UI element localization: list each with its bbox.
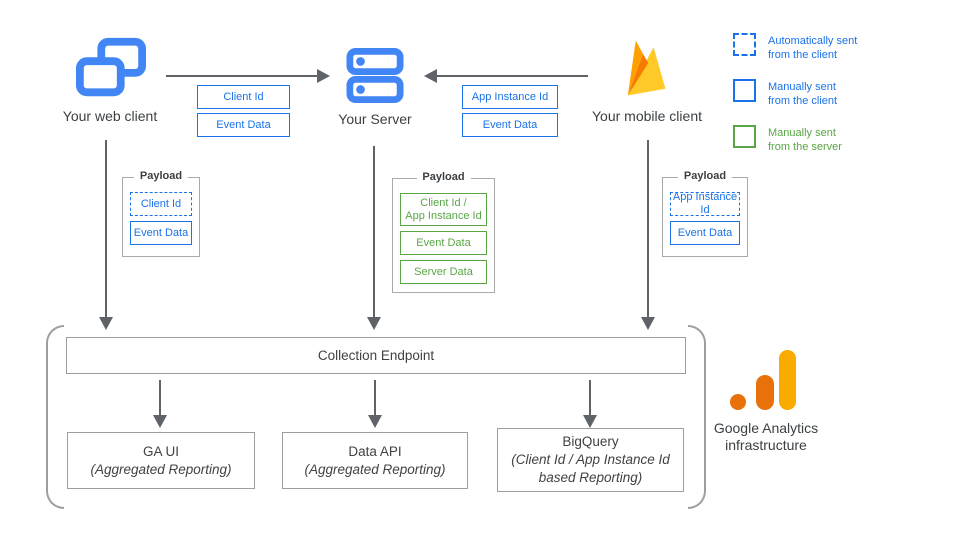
ga-ui-subtitle: (Aggregated Reporting) (90, 461, 232, 477)
payload-title: Payload (677, 170, 733, 182)
legend-item-manual-client: Manually sent from the client (733, 79, 857, 108)
google-analytics-logo-icon (730, 350, 796, 410)
arrow-web-to-server-head-icon (317, 69, 330, 83)
legend-text: Manually sent from the server (768, 127, 842, 153)
solid-blue-swatch-icon (733, 79, 756, 102)
arrow-server-down-line (373, 146, 375, 318)
arrow-endpoint-dataapi-line (374, 380, 376, 416)
arrow-web-to-server-line (166, 75, 318, 77)
arrow-endpoint-gaui-line (159, 380, 161, 416)
collection-endpoint-label: Collection Endpoint (317, 347, 435, 363)
chip-app-instance-id: App Instance Id (462, 85, 558, 109)
payload-chip-server-data: Server Data (400, 260, 487, 284)
bigquery-title: BigQuery (562, 434, 619, 449)
dashed-blue-swatch-icon (733, 33, 756, 56)
data-api-box: Data API (Aggregated Reporting) (282, 432, 468, 489)
arrow-server-down-head-icon (367, 317, 381, 330)
ga-ui-title: GA UI (142, 443, 179, 459)
payload-chip-event-data: Event Data (130, 221, 192, 245)
legend-item-manual-server: Manually sent from the server (733, 125, 857, 154)
bigquery-subtitle: (Client Id / App Instance Id based Repor… (511, 452, 670, 485)
payload-chip-event-data: Event Data (670, 221, 740, 245)
chip-client-id: Client Id (197, 85, 290, 109)
payload-chip-event-data: Event Data (400, 231, 487, 255)
arrow-web-down-line (105, 140, 107, 318)
arrow-endpoint-dataapi-head-icon (368, 415, 382, 428)
bigquery-box: BigQuery (Client Id / App Instance Id ba… (497, 428, 684, 492)
web-client-label: Your web client (62, 108, 158, 124)
legend-item-auto-client: Automatically sent from the client (733, 33, 857, 62)
ga-infrastructure-caption: Google Analytics infrastructure (713, 420, 819, 453)
web-to-server-chips: Client Id Event Data (197, 85, 290, 137)
arrow-web-down-head-icon (99, 317, 113, 330)
arrow-mobile-to-server-head-icon (424, 69, 437, 83)
arrow-endpoint-gaui-head-icon (153, 415, 167, 428)
collection-endpoint-box: Collection Endpoint (66, 337, 686, 374)
server-label: Your Server (338, 111, 412, 127)
payload-chip-client-id: Client Id (130, 192, 192, 216)
mobile-client-label: Your mobile client (592, 108, 702, 124)
legend-text: Manually sent from the client (768, 81, 838, 107)
mobile-payload-box: Payload App Instance Id Event Data (662, 170, 748, 257)
mobile-client-firebase-icon (627, 40, 666, 96)
bracket-right (688, 325, 706, 509)
payload-title: Payload (416, 171, 471, 183)
arrow-mobile-down-head-icon (641, 317, 655, 330)
payload-chip-client-or-app-instance-id: Client Id / App Instance Id (400, 193, 487, 226)
data-api-subtitle: (Aggregated Reporting) (304, 461, 446, 477)
arrow-endpoint-bigquery-head-icon (583, 415, 597, 428)
data-api-title: Data API (348, 443, 402, 459)
arrow-mobile-down-line (647, 140, 649, 318)
web-client-icon (76, 37, 146, 97)
bracket-left (46, 325, 64, 509)
web-payload-box: Payload Client Id Event Data (122, 170, 200, 257)
arrow-endpoint-bigquery-line (589, 380, 591, 416)
mobile-to-server-chips: App Instance Id Event Data (462, 85, 558, 137)
solid-green-swatch-icon (733, 125, 756, 148)
legend-text: Automatically sent from the client (768, 35, 858, 61)
payload-title: Payload (133, 170, 189, 182)
legend: Automatically sent from the client Manua… (733, 33, 857, 154)
server-icon (346, 47, 404, 104)
ga-ui-box: GA UI (Aggregated Reporting) (67, 432, 255, 489)
server-payload-box: Payload Client Id / App Instance Id Even… (392, 171, 495, 293)
arrow-mobile-to-server-line (437, 75, 588, 77)
chip-event-data: Event Data (462, 113, 558, 137)
payload-chip-app-instance-id: App Instance Id (670, 191, 740, 216)
chip-event-data: Event Data (197, 113, 290, 137)
